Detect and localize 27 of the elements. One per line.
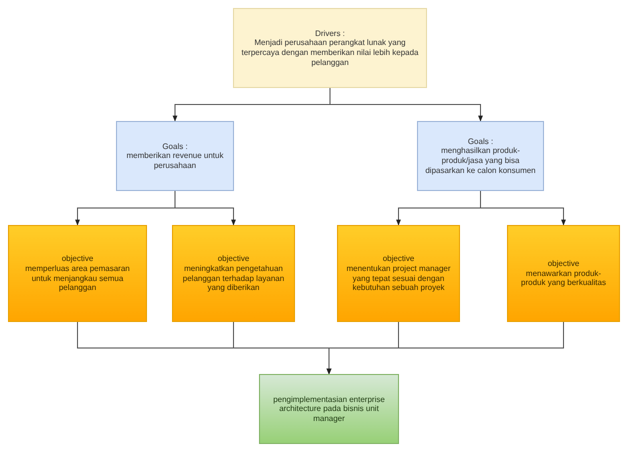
node-heading: objective [62,254,94,264]
goal-box [417,121,544,191]
node-heading: Goals : [162,142,188,152]
node-text: memperluas area pemasaran untuk menjangkau semua pelanggan [24,264,131,293]
connector-arrow [326,322,564,375]
node-heading: objective [382,254,414,264]
connector-arrow [330,88,483,122]
connector-arrow [174,190,236,226]
objective-box [337,225,460,322]
node-heading: objective [548,259,580,269]
node-heading: Goals : [468,136,494,146]
objective-box [8,225,147,322]
goal-box [116,121,234,191]
node-text: menentukan project manager yang tepat sesuai dengan kebutuhan sebuah proyek [345,264,452,293]
node-text: pengimplementasian enterprise architecture pada bisnis unit manager [272,394,386,424]
result-box [259,374,399,444]
node-text: meningkatkan pengetahuan pelanggan terhadap layanan yang diberikan [182,264,286,293]
objective-box [507,225,620,322]
node-text: menawarkan produk-produk yang berkualitas [520,268,607,288]
objective-box [172,225,295,322]
node-text: menghasilkan produk-produk/jasa yang bisa dipasarkan ke calon konsumen [424,146,537,176]
node-heading: objective [218,254,250,264]
driver-box [233,8,427,88]
node-text: memberikan revenue untuk perusahaan [126,151,224,170]
node-text: Menjadi perusahaan perangkat lunak yang terpercaya dengan memberikan nilai lebih kepada pelanggan [240,38,420,68]
node-heading: Drivers : [315,28,345,38]
connector-arrow [480,190,566,226]
